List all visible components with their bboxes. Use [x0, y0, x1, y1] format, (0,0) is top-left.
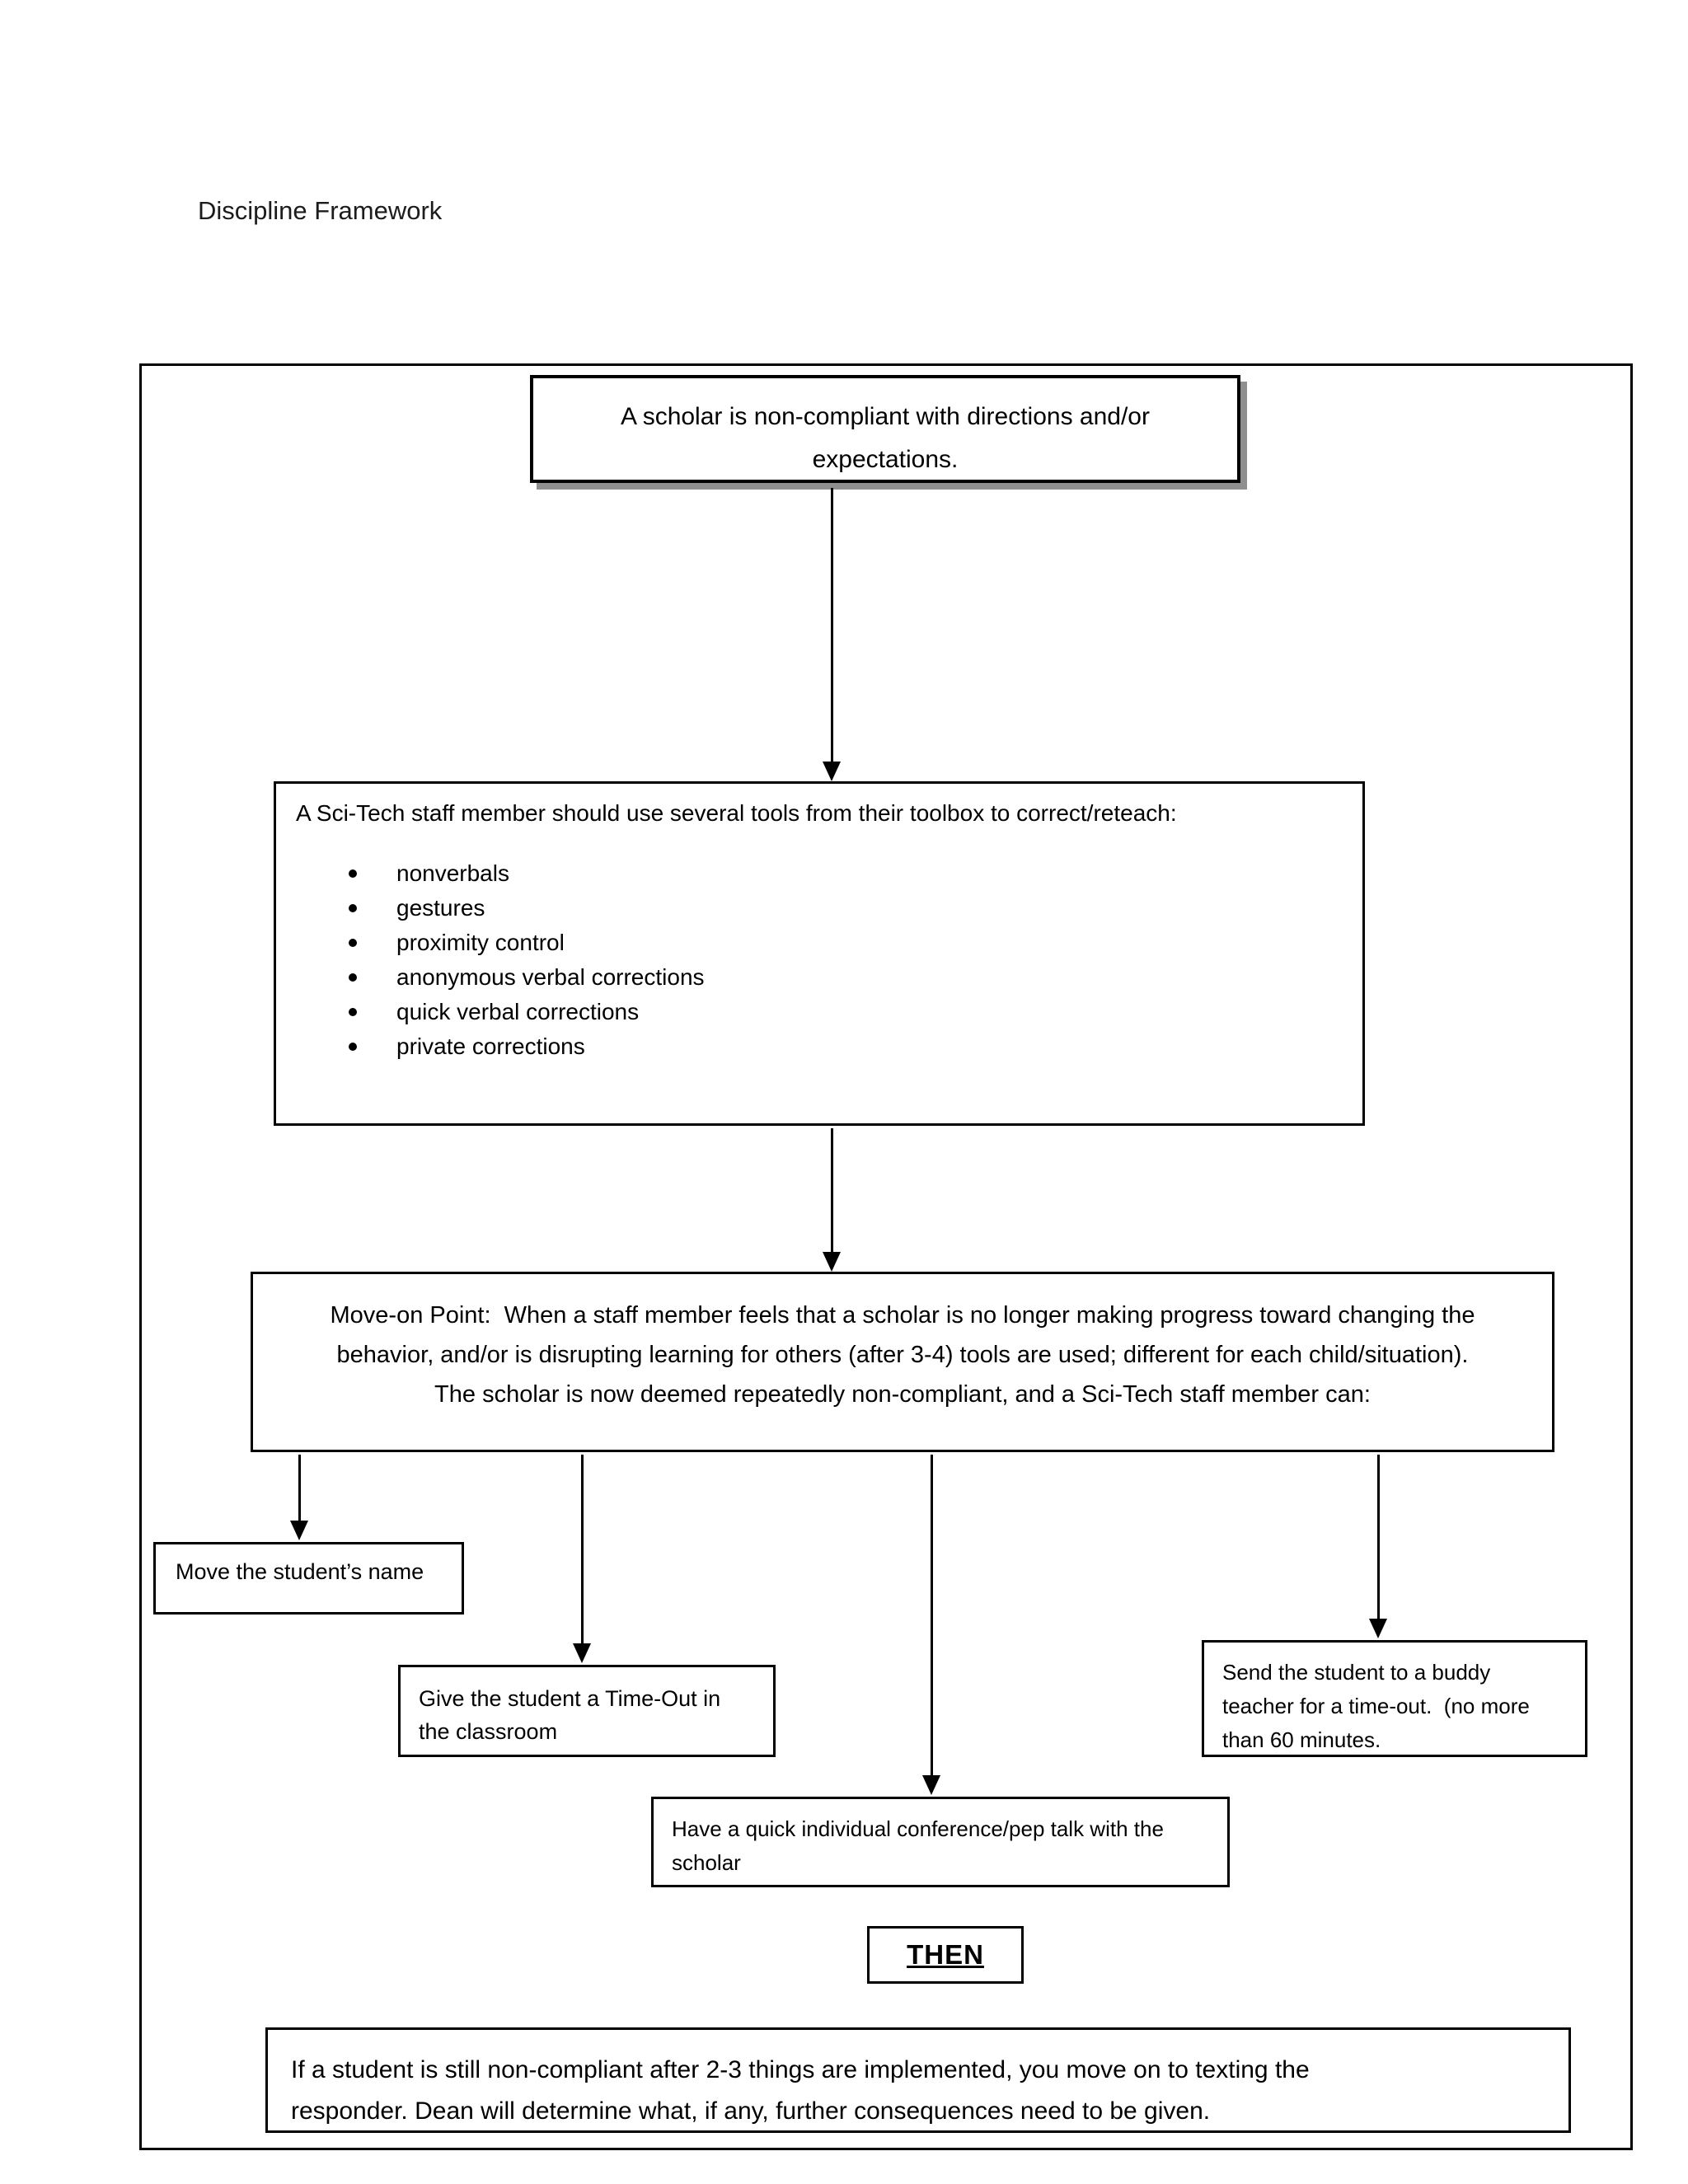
- toolbox-item-anonymous-verbal-corrections: anonymous verbal corrections: [276, 960, 1362, 995]
- bullet-dot-icon: [349, 904, 357, 912]
- arrow-shaft: [830, 488, 833, 766]
- page-title: Discipline Framework: [198, 196, 443, 225]
- move-on-line-1: Move-on Point: When a staff member feels…: [330, 1302, 1475, 1329]
- buddy-teacher-line-2: teacher for a time-out. (no more: [1222, 1694, 1530, 1718]
- box-move-on-point: Move-on Point: When a staff member feels…: [251, 1272, 1554, 1452]
- box-buddy-teacher: Send the student to a buddy teacher for …: [1202, 1640, 1587, 1757]
- bullet-dot-icon: [349, 1043, 357, 1051]
- arrow-moveon-to-timeout: [573, 1455, 591, 1663]
- arrow-head: [823, 762, 841, 781]
- box-if-still-noncompliant: If a student is still non-compliant afte…: [265, 2027, 1571, 2133]
- move-name-line-1: Move the student’s name: [176, 1559, 424, 1584]
- toolbox-item-proximity-control: proximity control: [276, 926, 1362, 960]
- arrow-shaft: [930, 1455, 933, 1780]
- toolbox-item-label: private corrections: [396, 1033, 585, 1059]
- bottom-box-line-1: If a student is still non-compliant afte…: [291, 2056, 1310, 2083]
- toolbox-item-nonverbals: nonverbals: [276, 856, 1362, 891]
- arrow-moveon-to-buddy: [1369, 1455, 1387, 1638]
- bullet-dot-icon: [349, 869, 357, 878]
- box-conference: Have a quick individual conference/pep t…: [651, 1797, 1230, 1887]
- arrow-head: [823, 1252, 841, 1272]
- box-time-out: Give the student a Time-Out in the class…: [398, 1665, 776, 1757]
- toolbox-item-label: gestures: [396, 895, 485, 921]
- box-scholar-noncompliant-line-1: A scholar is non-compliant with directio…: [621, 403, 1150, 430]
- time-out-line-2: the classroom: [419, 1719, 558, 1744]
- arrow-toolbox-to-moveon: [823, 1128, 841, 1272]
- arrow-shaft: [298, 1455, 301, 1526]
- buddy-teacher-line-3: than 60 minutes.: [1222, 1727, 1381, 1752]
- bullet-dot-icon: [349, 973, 357, 982]
- box-move-students-name: Move the student’s name: [153, 1542, 464, 1615]
- box-scholar-noncompliant: A scholar is non-compliant with directio…: [530, 375, 1240, 483]
- bottom-box-line-2: responder. Dean will determine what, if …: [291, 2097, 1211, 2125]
- toolbox-item-label: anonymous verbal corrections: [396, 964, 705, 990]
- arrow-head: [290, 1521, 308, 1540]
- box-scholar-noncompliant-line-2: expectations.: [812, 446, 959, 473]
- arrow-noncompliant-to-toolbox: [823, 488, 841, 781]
- arrow-shaft: [830, 1128, 833, 1257]
- move-on-line-3: The scholar is now deemed repeatedly non…: [434, 1381, 1371, 1408]
- arrow-head: [922, 1775, 940, 1795]
- then-label: THEN: [907, 1939, 984, 1970]
- time-out-line-1: Give the student a Time-Out in: [419, 1686, 721, 1711]
- flowchart-frame: [139, 363, 1633, 2150]
- toolbox-item-gestures: gestures: [276, 891, 1362, 926]
- buddy-teacher-line-1: Send the student to a buddy: [1222, 1660, 1491, 1685]
- arrow-moveon-to-move-name: [290, 1455, 308, 1540]
- toolbox-item-private-corrections: private corrections: [276, 1029, 1362, 1064]
- box-toolbox: A Sci-Tech staff member should use sever…: [274, 781, 1365, 1126]
- toolbox-bullet-list: nonverbals gestures proximity control an…: [276, 856, 1362, 1064]
- arrow-head: [573, 1643, 591, 1663]
- bullet-dot-icon: [349, 939, 357, 947]
- toolbox-item-quick-verbal-corrections: quick verbal corrections: [276, 995, 1362, 1029]
- toolbox-item-label: quick verbal corrections: [396, 999, 640, 1024]
- toolbox-item-label: nonverbals: [396, 860, 509, 886]
- arrow-head: [1369, 1619, 1387, 1638]
- conference-line-2: scholar: [672, 1850, 741, 1875]
- arrow-shaft: [580, 1455, 584, 1648]
- arrow-shaft: [1376, 1455, 1380, 1624]
- conference-line-1: Have a quick individual conference/pep t…: [672, 1816, 1164, 1841]
- box-then: THEN: [867, 1926, 1024, 1984]
- move-on-line-2: behavior, and/or is disrupting learning …: [336, 1342, 1469, 1368]
- toolbox-heading: A Sci-Tech staff member should use sever…: [296, 800, 1177, 826]
- toolbox-item-label: proximity control: [396, 930, 565, 955]
- bullet-dot-icon: [349, 1008, 357, 1016]
- arrow-moveon-to-conference: [922, 1455, 940, 1795]
